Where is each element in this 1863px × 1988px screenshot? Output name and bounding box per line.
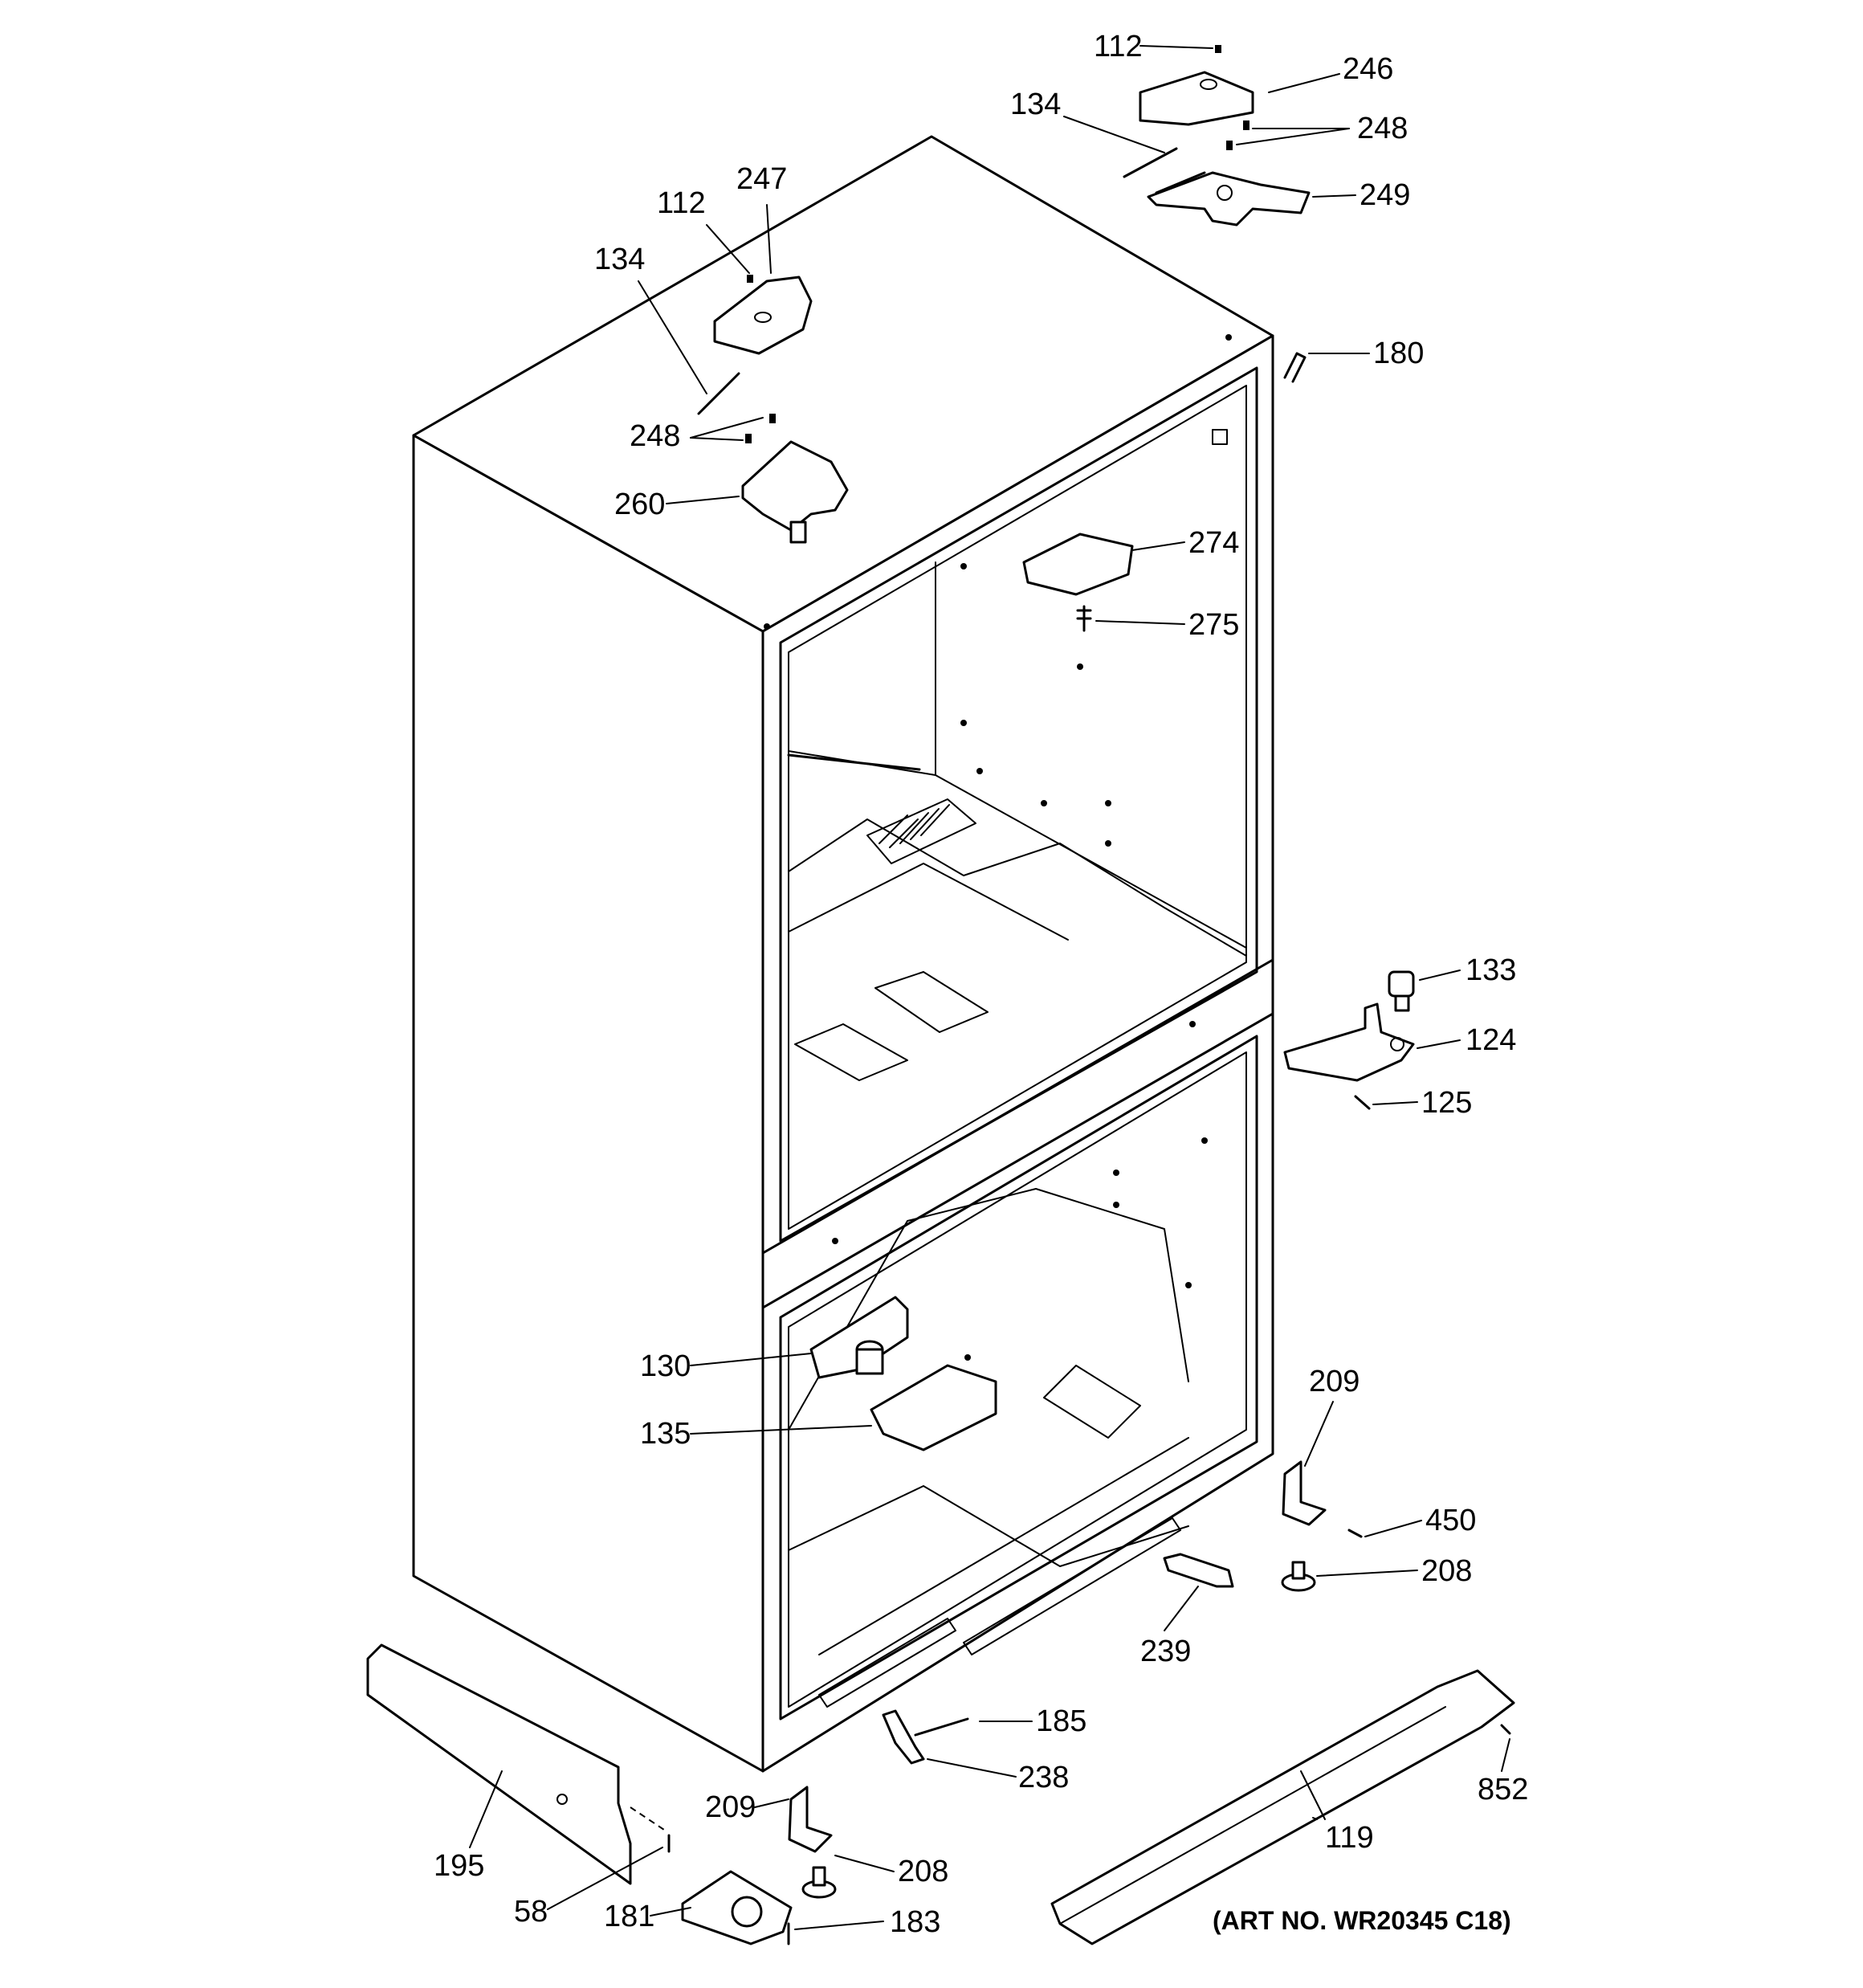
label-852: 852 [1478,1773,1528,1806]
leveling-leg-right [1282,1460,1327,1526]
label-58: 58 [514,1895,548,1929]
label-133: 133 [1466,953,1516,987]
label-135: 135 [640,1417,691,1451]
label-208-left: 208 [898,1855,948,1888]
screw-852 [1500,1724,1511,1735]
right-spring [1123,147,1206,194]
label-247: 247 [736,162,787,196]
door-stop-part [1283,352,1307,383]
label-134-left: 134 [594,243,645,276]
right-hinge-screws [1215,45,1249,150]
bracket-238 [882,1709,925,1765]
center-hinge-124 [1283,1002,1415,1082]
label-248-top: 248 [1357,112,1408,145]
roller-assembly-181 [681,1870,793,1945]
toe-panel-195 [366,1643,632,1885]
label-260: 260 [614,488,665,521]
leveling-foot-left [801,1866,837,1899]
label-183: 183 [890,1905,940,1939]
leveling-leg-left [788,1786,833,1853]
label-180: 180 [1373,337,1424,370]
screw-125 [1354,1095,1371,1110]
bracket-274 [1022,533,1134,596]
label-248-left: 248 [630,419,680,453]
callout-labels: 112 246 134 248 249 112 247 134 248 260 … [434,30,1528,1939]
label-450: 450 [1425,1504,1476,1537]
label-275: 275 [1188,608,1239,642]
label-112-top: 112 [1094,30,1143,63]
label-185: 185 [1036,1704,1086,1738]
screw-450 [1347,1529,1363,1538]
art-number: (ART NO. WR20345 C18) [1213,1906,1511,1935]
label-274: 274 [1188,526,1239,560]
left-hinge [741,440,849,544]
label-112-left: 112 [657,186,706,220]
label-238: 238 [1018,1761,1069,1794]
spring-185 [914,1717,969,1737]
hinge-bracket-130 [809,1296,909,1379]
label-195: 195 [434,1849,484,1883]
bracket-239 [1163,1553,1234,1588]
label-209-right: 209 [1309,1365,1360,1398]
label-249: 249 [1360,178,1410,212]
left-hinge-screws [745,414,776,443]
left-spring [697,372,740,415]
screw-275 [1076,605,1092,632]
hinge-pin-133 [1388,970,1415,1012]
label-134-top: 134 [1010,88,1061,121]
base-grille-119 [1050,1669,1515,1945]
leader-lines [469,45,1510,1930]
label-124: 124 [1466,1023,1516,1057]
label-246: 246 [1343,52,1393,86]
label-239: 239 [1140,1635,1191,1668]
left-hinge-cover [713,276,813,355]
label-209-left: 209 [705,1790,756,1824]
right-hinge-cover [1139,71,1254,126]
label-125: 125 [1421,1086,1472,1120]
right-hinge [1147,171,1311,227]
label-130: 130 [640,1349,691,1383]
refrigerator-cabinet [412,135,1274,1773]
label-208-right: 208 [1421,1554,1472,1588]
bracket-135 [870,1364,997,1451]
label-181: 181 [604,1900,654,1933]
leveling-foot-right [1281,1561,1316,1592]
left-cover-screw [747,275,753,283]
label-119: 119 [1325,1821,1374,1855]
